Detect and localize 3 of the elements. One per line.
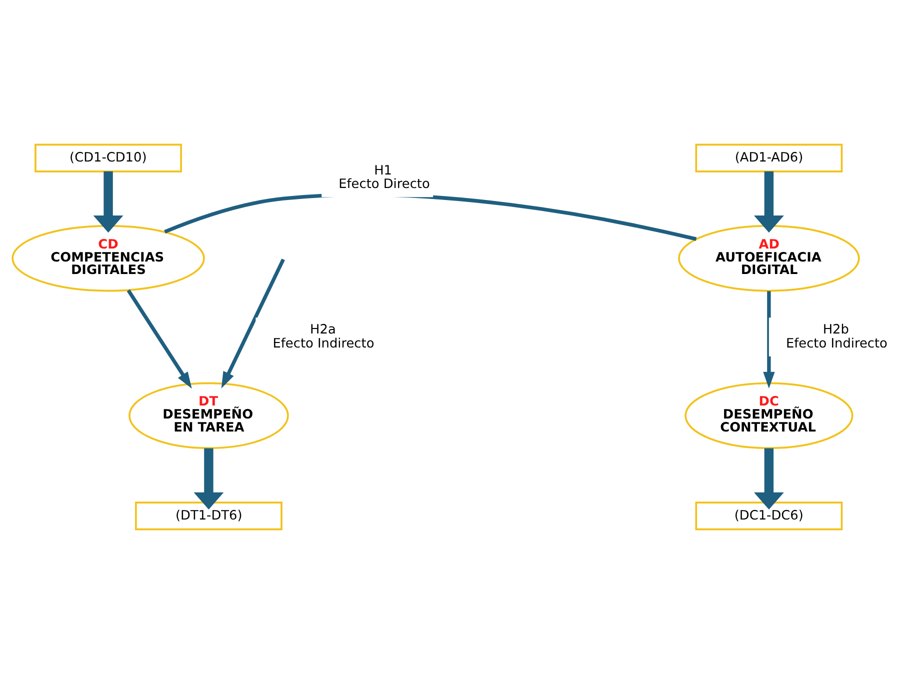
edge-label: H2b Efecto Indirecto — [786, 322, 888, 351]
edge-label: H2a Efecto Indirecto — [272, 322, 374, 351]
edge-label: H1 Efecto Directo — [338, 162, 430, 192]
